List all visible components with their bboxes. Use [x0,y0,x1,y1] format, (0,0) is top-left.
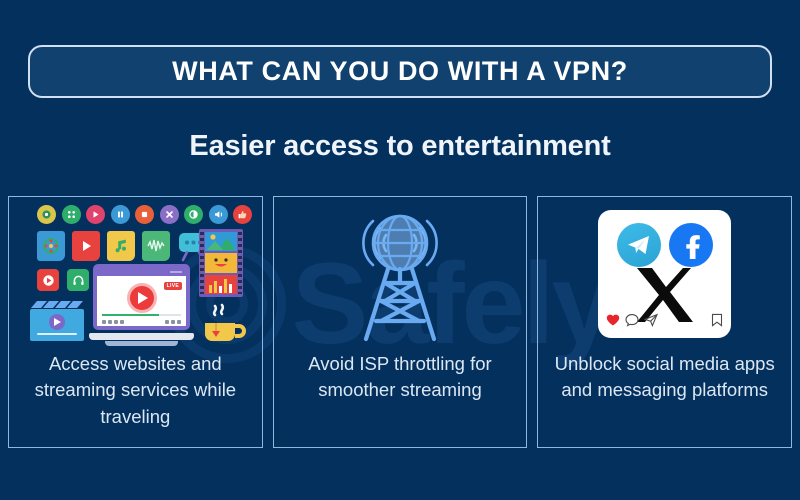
comment-icon[interactable] [625,313,639,332]
card-caption: Avoid ISP throttling for smoother stream… [308,353,492,401]
x-twitter-icon [635,266,695,329]
stop-icon [135,205,154,224]
feature-card-row: LIVE [8,196,793,448]
feature-card-throttling: Avoid ISP throttling for smoother stream… [272,196,528,448]
page-subtitle: Easier access to entertainment [189,130,611,162]
card-caption: Unblock social media apps and messaging … [554,353,775,401]
telegram-icon [616,223,661,267]
play-icon [86,205,105,224]
page-title-box: WHAT CAN YOU DO WITH A VPN? [28,45,772,98]
heart-icon[interactable] [606,313,620,332]
play-button-icon [37,269,59,291]
broadcast-tower-globe-icon-wrap [274,197,527,349]
pause-icon [110,205,130,224]
broadcast-tower-globe-icon [326,199,474,347]
headphones-icon [67,269,89,291]
clapperboard-video-icon [29,299,87,345]
feature-card-social: Unblock social media apps and messaging … [537,196,793,448]
audio-waveform-icon [142,231,170,261]
close-icon [159,205,179,224]
volume-icon [208,205,228,224]
contrast-icon [184,205,203,224]
play-video-icon [72,231,100,261]
thumbs-up-icon [233,205,252,224]
tea-cup-icon [201,303,249,347]
share-icon[interactable] [643,313,659,332]
record-eye-icon [37,205,56,224]
laptop-video-player-icon: LIVE [89,264,194,346]
bookmark-icon[interactable] [711,313,723,332]
social-media-apps-card [598,210,732,338]
music-note-icon [107,231,135,261]
facebook-icon [668,223,713,267]
dice-icon [61,205,81,224]
film-reel-icon [37,231,65,261]
live-badge: LIVE [163,282,182,290]
media-entertainment-icon-cluster: LIVE [9,197,262,349]
feature-card-streaming: LIVE [8,196,263,448]
page-title: WHAT CAN YOU DO WITH A VPN? [172,56,628,86]
film-strip-icon [199,229,243,297]
social-media-apps-card-wrap [538,197,791,349]
card-caption: Access websites and streaming services w… [34,353,237,427]
